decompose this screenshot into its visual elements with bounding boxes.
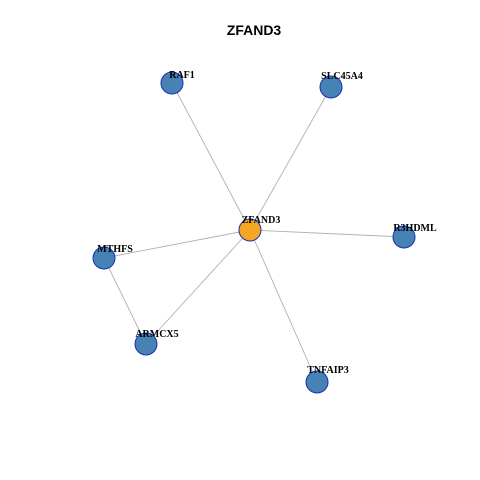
node-zfand3[interactable]: [238, 218, 262, 242]
node-slc45a4[interactable]: [319, 75, 343, 99]
edge-zfand3-tnfaip3: [249, 229, 318, 383]
node-label-r3hdml: R3HDML: [393, 223, 437, 234]
edge-mthfs-armcx5: [103, 257, 147, 345]
node-tnfaip3[interactable]: [305, 370, 329, 394]
node-r3hdml[interactable]: [392, 225, 416, 249]
edges-layer: [103, 82, 405, 383]
node-label-slc45a4: SLC45A4: [321, 71, 363, 82]
node-label-zfand3: ZFAND3: [242, 215, 281, 226]
node-raf1[interactable]: [160, 71, 184, 95]
nodes-layer: [92, 71, 416, 394]
node-mthfs[interactable]: [92, 246, 116, 270]
edge-zfand3-raf1: [171, 82, 251, 231]
node-armcx5[interactable]: [134, 332, 158, 356]
node-label-mthfs: MTHFS: [97, 244, 133, 255]
diagram-title: ZFAND3: [227, 22, 282, 38]
edge-zfand3-mthfs: [103, 229, 251, 259]
edge-zfand3-slc45a4: [249, 86, 332, 231]
node-label-tnfaip3: TNFAIP3: [307, 365, 348, 376]
node-label-raf1: RAF1: [169, 70, 195, 81]
edge-zfand3-armcx5: [145, 229, 251, 345]
edge-zfand3-r3hdml: [249, 229, 405, 238]
node-label-armcx5: ARMCX5: [135, 329, 178, 340]
